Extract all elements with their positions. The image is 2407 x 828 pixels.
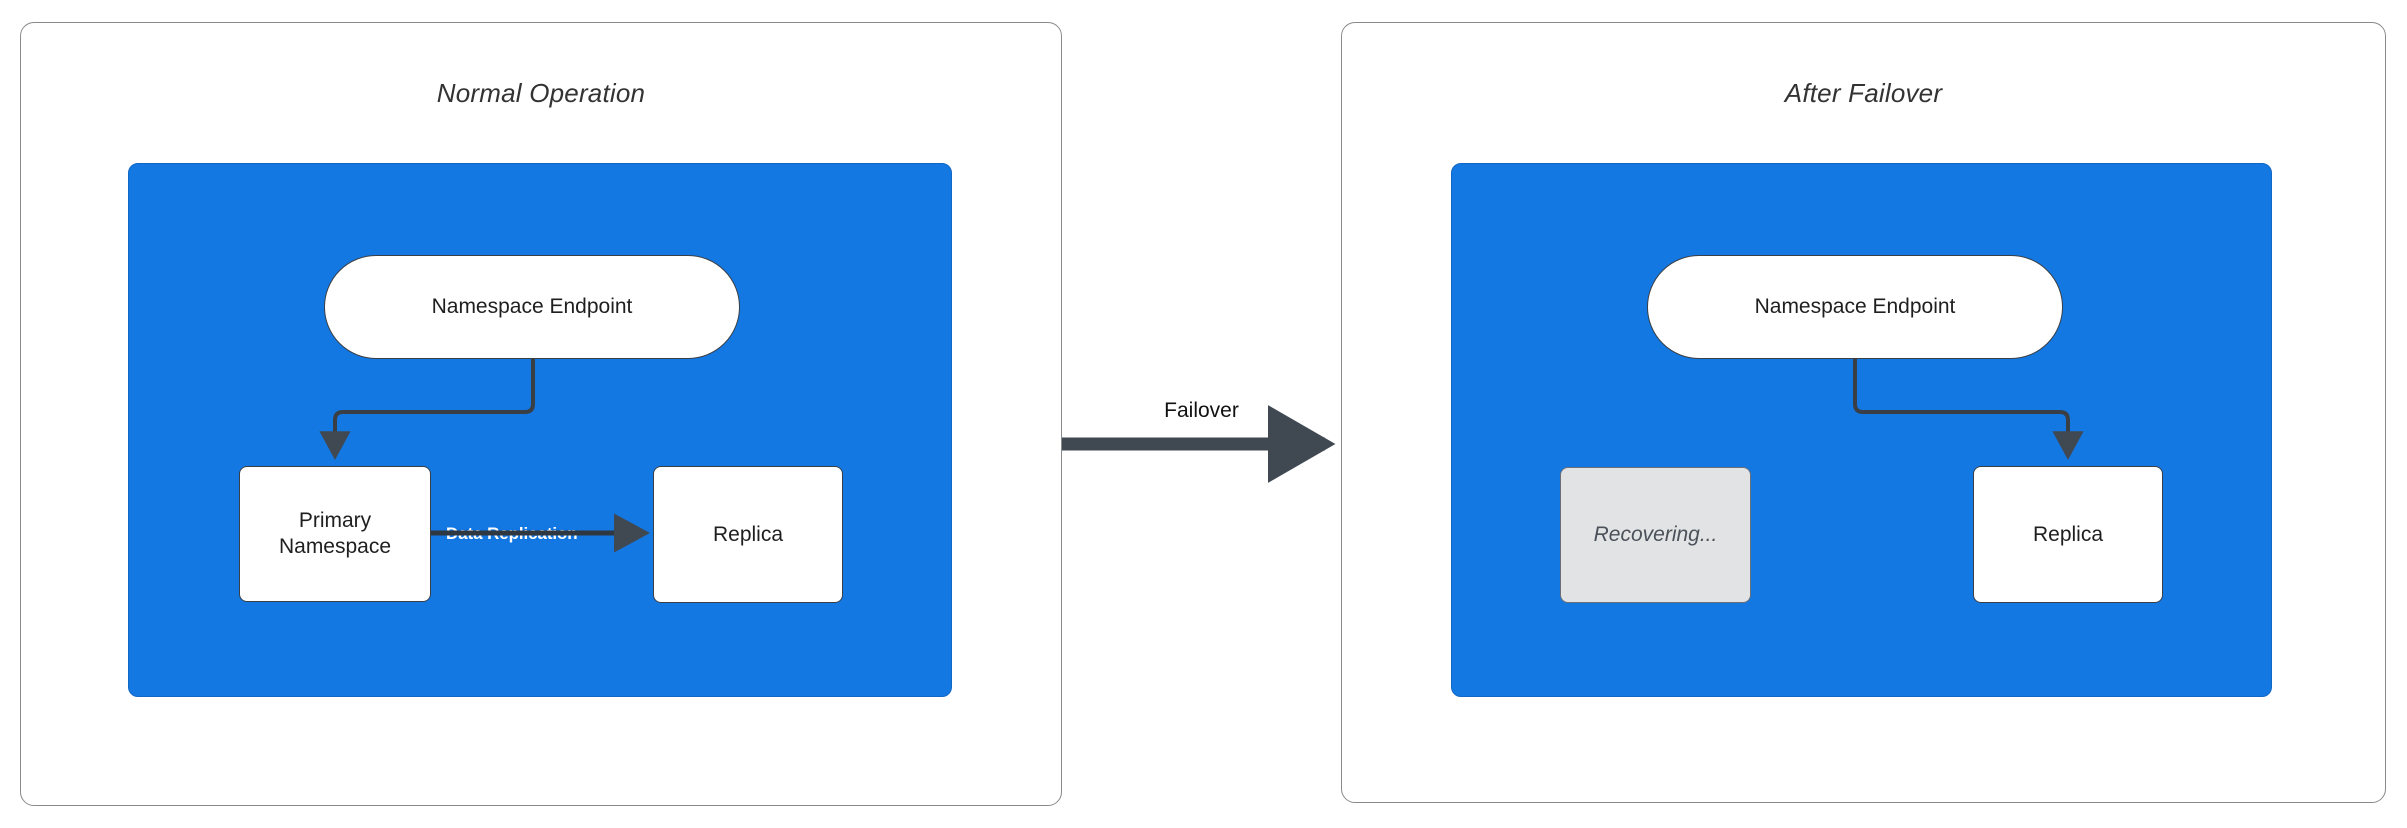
panel-title-after-failover: After Failover: [1784, 78, 1943, 108]
node-primary-namespace[interactable]: Primary Namespace: [239, 466, 431, 602]
panel-title-normal-operation: Normal Operation: [436, 78, 646, 108]
edge-label-data-replication: Data Replication: [446, 524, 578, 543]
group-box-normal-operation: [128, 163, 952, 697]
node-primary-namespace-line1: Primary: [298, 509, 372, 533]
node-replica-normal[interactable]: Replica: [653, 466, 843, 603]
node-primary-namespace-line2: Namespace: [278, 535, 392, 558]
group-box-after-failover: [1451, 163, 2272, 697]
node-replica-failover[interactable]: Replica: [1973, 466, 2163, 603]
node-namespace-endpoint-failover[interactable]: Namespace Endpoint: [1647, 255, 2063, 359]
node-namespace-endpoint-normal[interactable]: Namespace Endpoint: [324, 255, 740, 359]
node-recovering[interactable]: Recovering...: [1560, 467, 1751, 603]
transition-label-failover: Failover: [1164, 399, 1239, 422]
